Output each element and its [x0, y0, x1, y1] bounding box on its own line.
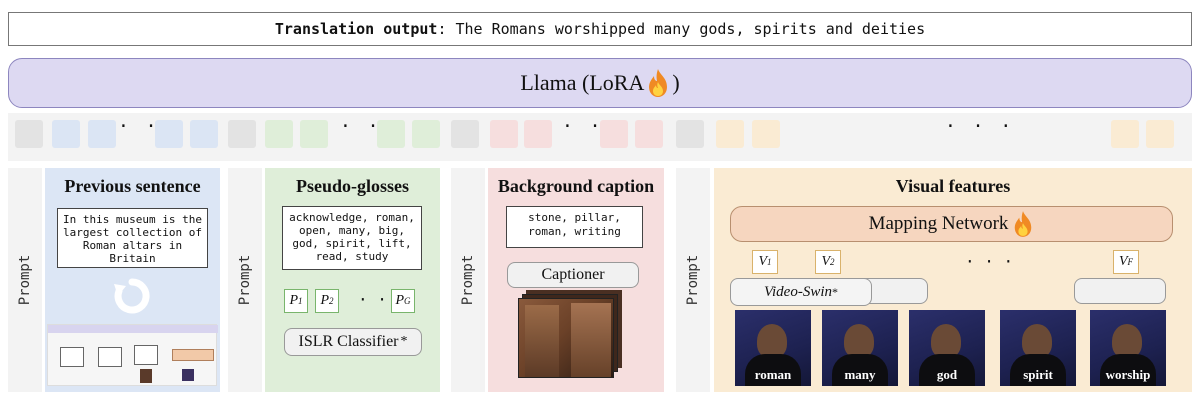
- translation-separator: :: [437, 20, 447, 38]
- mini-box: [60, 347, 84, 367]
- previous-token: [190, 120, 218, 148]
- pseudo-glosses-text: acknowledge, roman, open, many, big, god…: [282, 206, 422, 270]
- mini-llama-bar: [48, 325, 218, 333]
- video-frame: roman: [735, 310, 811, 386]
- prompt-column: Prompt: [228, 168, 262, 392]
- frame-gloss-label: spirit: [1023, 367, 1053, 382]
- previous-sentence-text: In this museum is the largest collection…: [57, 208, 208, 268]
- visual-token: [1111, 120, 1139, 148]
- fire-icon: [649, 69, 668, 97]
- prompt-label: Prompt: [17, 254, 33, 306]
- translation-output-label: Translation output: [274, 20, 438, 38]
- prompt-column: Prompt: [676, 168, 710, 392]
- mini-box: [134, 345, 158, 365]
- caption-image: [518, 298, 614, 378]
- islr-frozen-marker: *: [400, 334, 408, 349]
- mini-image: [182, 369, 194, 381]
- previous-token: [52, 120, 80, 148]
- mini-image: [140, 369, 152, 383]
- stone-pillar-left: [525, 305, 559, 377]
- islr-classifier-box: ISLR Classifier*: [284, 328, 422, 356]
- video-frame: worship: [1090, 310, 1166, 386]
- frame-gloss-label: worship: [1105, 367, 1151, 382]
- previous-token: [88, 120, 116, 148]
- video-swin-label: Video-Swin: [763, 283, 833, 300]
- frame-gloss-label: roman: [754, 367, 792, 382]
- previous-token: [155, 120, 183, 148]
- translation-output-text: The Romans worshipped many gods, spirits…: [455, 20, 926, 38]
- mapping-network-box: Mapping Network: [730, 206, 1173, 242]
- visual-token: [1146, 120, 1174, 148]
- gloss-token: [412, 120, 440, 148]
- mini-box: [172, 349, 214, 361]
- stone-pillar-right: [571, 303, 611, 377]
- previous-sentence-title: Previous sentence: [64, 176, 201, 196]
- prompt-label: Prompt: [460, 254, 476, 306]
- mapping-network-label: Mapping Network: [868, 213, 1009, 234]
- prompt-column: Prompt: [8, 168, 42, 392]
- prompt-token: [451, 120, 479, 148]
- prompt-label: Prompt: [237, 254, 253, 306]
- gloss-token: [265, 120, 293, 148]
- video-swin-encoder-copy: [1074, 278, 1166, 304]
- gloss-token: [300, 120, 328, 148]
- islr-classifier-label: ISLR Classifier: [298, 333, 399, 350]
- prompt-column: Prompt: [451, 168, 485, 392]
- video-swin-frozen-marker: *: [832, 284, 839, 299]
- captioner-box: Captioner: [507, 262, 639, 288]
- mini-box: [98, 347, 122, 367]
- refresh-arrow-icon: [114, 278, 150, 314]
- frame-gloss-label: many: [844, 367, 876, 382]
- prompt-token: [228, 120, 256, 148]
- previous-sentence-panel: Previous sentence In this museum is the …: [45, 168, 220, 392]
- visual-ellipsis: · · ·: [965, 252, 1014, 271]
- token-ellipsis: · · ·: [945, 116, 1015, 137]
- caption-token: [490, 120, 518, 148]
- prompt-token: [676, 120, 704, 148]
- llama-label: Llama (LoRA: [520, 70, 645, 95]
- caption-token: [600, 120, 628, 148]
- video-frame: many: [822, 310, 898, 386]
- llama-label-close: ): [672, 70, 680, 95]
- visual-token: [752, 120, 780, 148]
- background-caption-panel: Background caption stone, pillar, roman,…: [488, 168, 664, 392]
- visual-features-title: Visual features: [895, 176, 1011, 196]
- caption-token: [524, 120, 552, 148]
- video-swin-encoder: Video-Swin*: [730, 278, 872, 306]
- background-caption-title: Background caption: [497, 176, 655, 196]
- mini-diagram-thumbnail: [47, 324, 218, 386]
- gloss-token: [377, 120, 405, 148]
- frame-gloss-label: god: [936, 367, 958, 382]
- video-frame: god: [909, 310, 985, 386]
- visual-token: [716, 120, 744, 148]
- captioner-label: Captioner: [541, 266, 605, 283]
- translation-output-bar: Translation output: The Romans worshippe…: [8, 12, 1192, 46]
- llama-lora-bar: Llama (LoRA ): [8, 58, 1192, 108]
- background-caption-text: stone, pillar, roman, writing: [506, 206, 643, 248]
- video-frame: spirit: [1000, 310, 1076, 386]
- caption-token: [635, 120, 663, 148]
- pseudo-glosses-panel: Pseudo-glosses acknowledge, roman, open,…: [265, 168, 440, 392]
- fire-icon: [1015, 211, 1032, 237]
- pseudo-glosses-title: Pseudo-glosses: [295, 176, 409, 196]
- prompt-token: [15, 120, 43, 148]
- prompt-label: Prompt: [685, 254, 701, 306]
